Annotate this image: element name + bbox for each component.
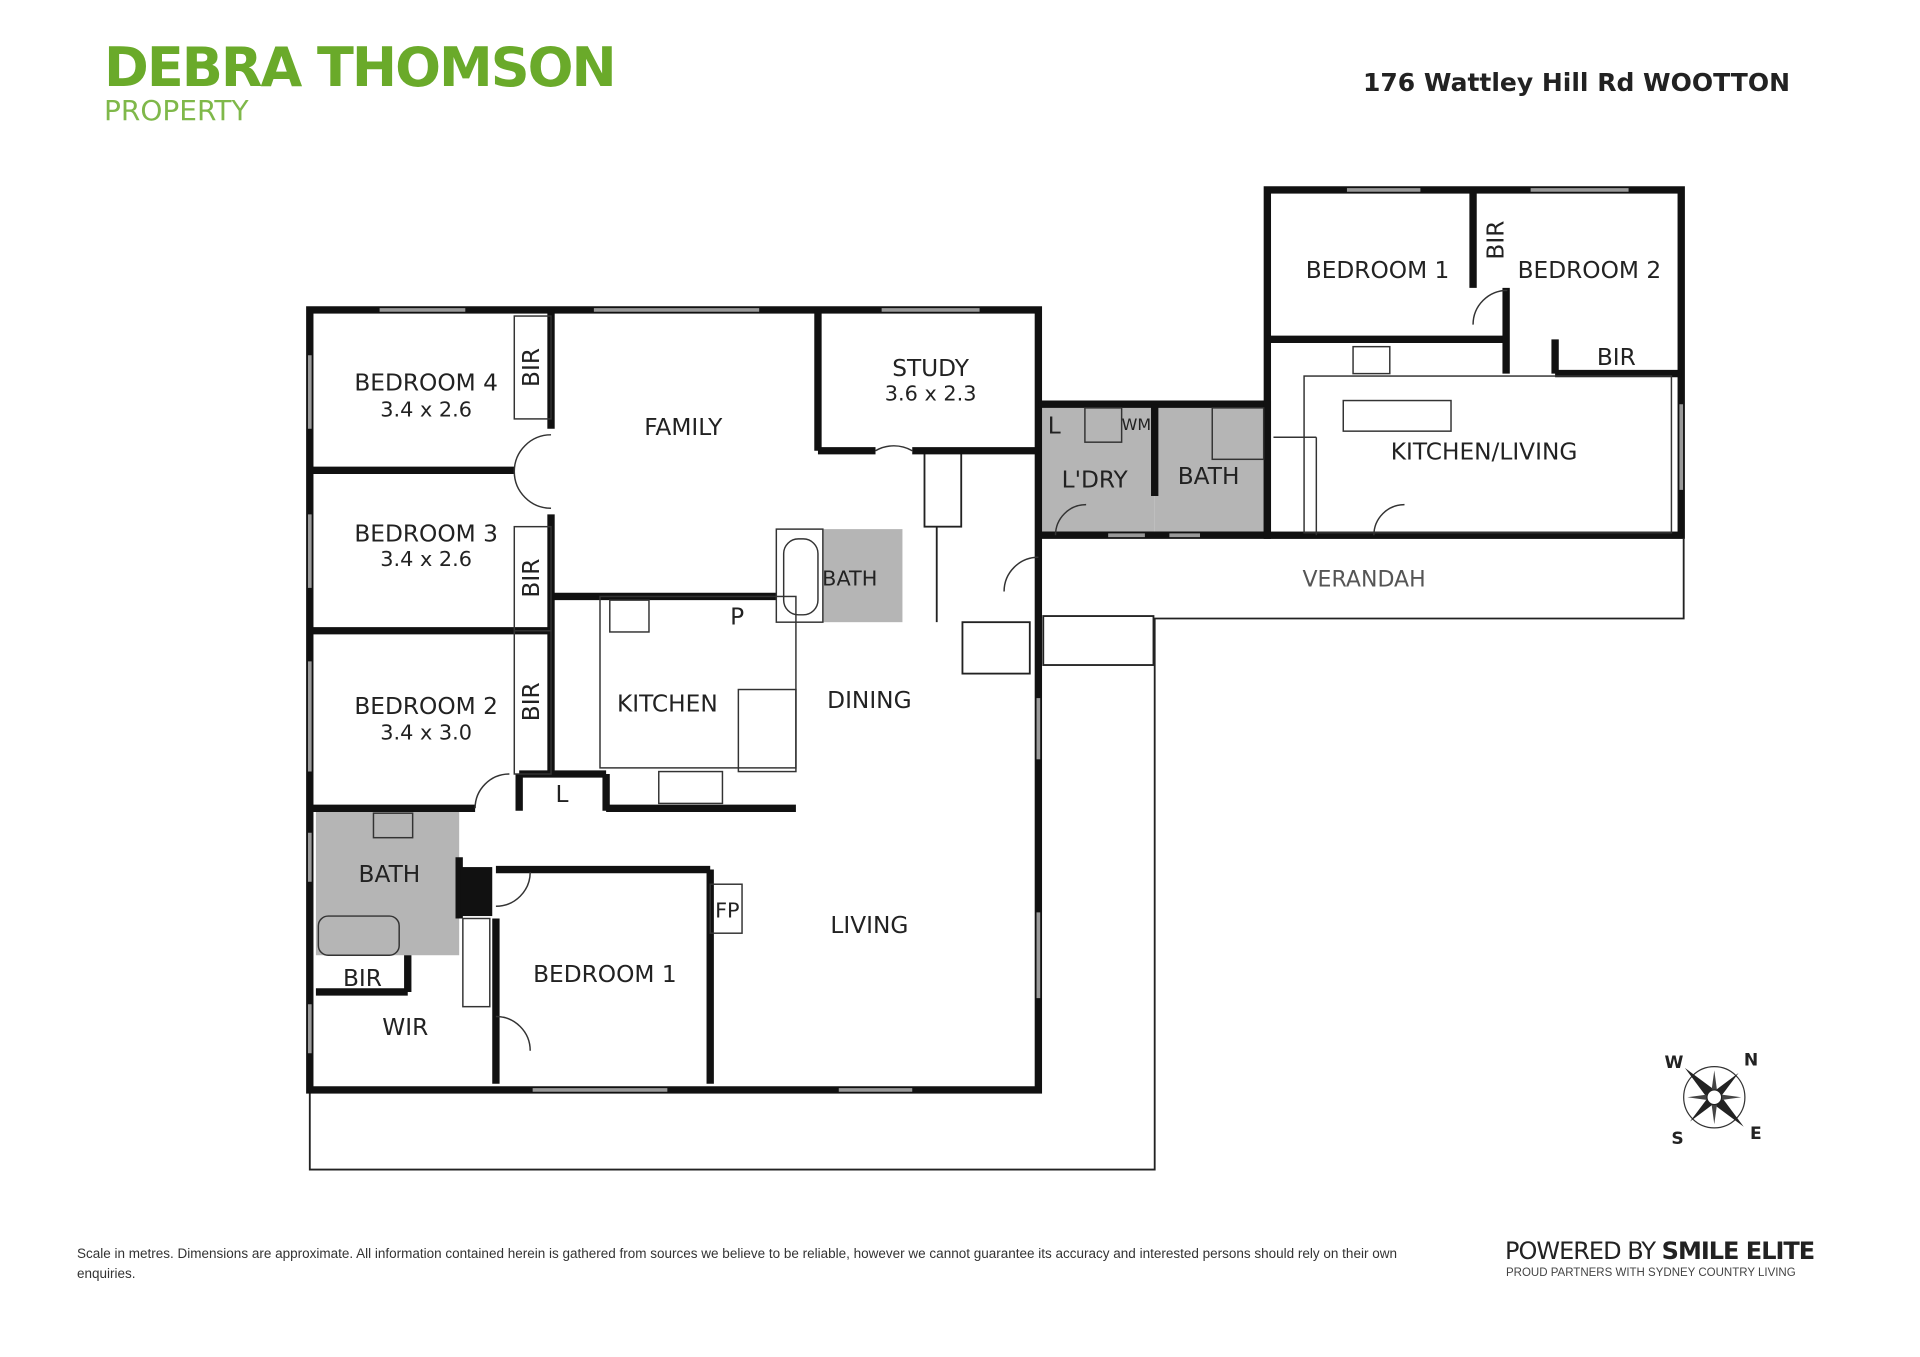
label-bir-bed4: BIR bbox=[518, 348, 545, 387]
label-bir-bed2: BIR bbox=[518, 682, 545, 721]
label-living: LIVING bbox=[830, 912, 908, 939]
wet-areas bbox=[315, 404, 1268, 956]
label-study: STUDY bbox=[892, 355, 970, 382]
bath-wing-fill bbox=[1154, 404, 1268, 533]
compass-e: E bbox=[1750, 1124, 1762, 1144]
label-bath-wing: BATH bbox=[1178, 463, 1240, 490]
label-wing-bir2: BIR bbox=[1597, 344, 1636, 371]
label-wing-bedroom1: BEDROOM 1 bbox=[1306, 257, 1450, 284]
label-bath-main: BATH bbox=[359, 861, 421, 888]
label-bedroom4: BEDROOM 4 bbox=[354, 370, 498, 397]
label-bedroom1: BEDROOM 1 bbox=[533, 961, 677, 988]
label-verandah: VERANDAH bbox=[1302, 568, 1425, 593]
label-fireplace: FP bbox=[715, 898, 740, 922]
label-linen: L bbox=[556, 781, 569, 808]
label-laundry: L'DRY bbox=[1062, 466, 1129, 493]
compass-rose-icon: N E S W bbox=[1664, 1050, 1761, 1148]
label-wing-bir1: BIR bbox=[1483, 221, 1510, 260]
walls bbox=[306, 186, 1685, 1094]
disclaimer: Scale in metres. Dimensions are approxim… bbox=[77, 1246, 1397, 1281]
property-address: 176 Wattley Hill Rd WOOTTON bbox=[1363, 68, 1790, 97]
verandah-outline bbox=[308, 449, 1685, 1171]
chimney bbox=[460, 867, 493, 917]
label-kitchen-living: KITCHEN/LIVING bbox=[1391, 438, 1578, 465]
label-bedroom3: BEDROOM 3 bbox=[354, 520, 498, 547]
label-pantry: P bbox=[730, 604, 744, 631]
powered-brand: SMILE ELITE bbox=[1661, 1237, 1816, 1265]
compass-n: N bbox=[1744, 1050, 1758, 1070]
label-wm: WM bbox=[1122, 415, 1151, 434]
label-dining: DINING bbox=[827, 687, 911, 714]
label-wing-bedroom2: BEDROOM 2 bbox=[1518, 257, 1662, 284]
dim-bedroom2: 3.4 x 3.0 bbox=[380, 721, 472, 745]
laundry-fill bbox=[1038, 404, 1155, 533]
label-bir-main: BIR bbox=[343, 965, 382, 992]
label-bir-bed3: BIR bbox=[518, 559, 545, 598]
label-laundry-l: L bbox=[1048, 413, 1061, 440]
powered-by: POWERED BY SMILE ELITE bbox=[1505, 1237, 1816, 1265]
dim-bedroom3: 3.4 x 2.6 bbox=[380, 547, 472, 571]
label-family: FAMILY bbox=[644, 414, 723, 441]
dim-study: 3.6 x 2.3 bbox=[885, 382, 977, 406]
powered-prefix: POWERED BY bbox=[1505, 1237, 1662, 1265]
bath-small-fill bbox=[822, 529, 903, 623]
partners-text: PROUD PARTNERS WITH SYDNEY COUNTRY LIVIN… bbox=[1506, 1267, 1796, 1279]
fixtures bbox=[317, 289, 1673, 1051]
dim-bedroom4: 3.4 x 2.6 bbox=[380, 397, 472, 421]
brand-sub: PROPERTY bbox=[104, 94, 249, 127]
label-bedroom2: BEDROOM 2 bbox=[354, 693, 498, 720]
label-wir: WIR bbox=[382, 1014, 428, 1041]
compass-w: W bbox=[1664, 1053, 1683, 1073]
label-bath-small: BATH bbox=[822, 566, 877, 590]
brand-logo: DEBRA THOMSON PROPERTY bbox=[104, 36, 617, 127]
label-kitchen: KITCHEN bbox=[617, 691, 718, 718]
compass-s: S bbox=[1671, 1129, 1683, 1149]
windows bbox=[307, 188, 1684, 1092]
brand-name: DEBRA THOMSON bbox=[104, 36, 617, 99]
bath-main-fill bbox=[315, 810, 460, 956]
